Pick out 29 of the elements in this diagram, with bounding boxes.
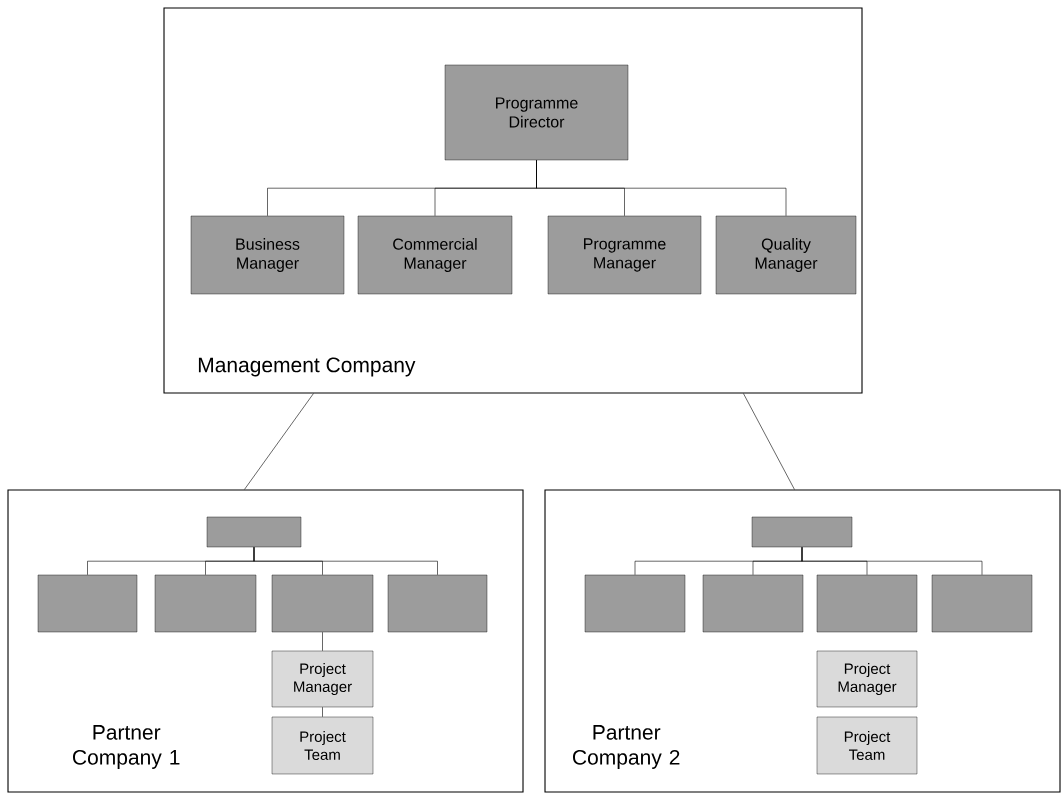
blank-box — [931, 574, 1033, 633]
role-box: Project Team — [816, 716, 918, 775]
connector-line — [244, 393, 314, 490]
role-box: Project Manager — [816, 650, 918, 708]
blank-box — [387, 574, 488, 633]
role-box: Project Manager — [271, 650, 374, 708]
role-box: Quality Manager — [715, 215, 857, 295]
blank-box — [816, 574, 918, 633]
company-label: Partner Company 2 — [573, 725, 680, 769]
blank-box — [584, 574, 686, 633]
connector-line — [322, 706, 323, 718]
blank-box — [751, 516, 853, 548]
blank-box — [702, 574, 804, 633]
company-label: Partner Company 1 — [73, 725, 180, 769]
connector-line — [322, 631, 323, 652]
blank-box — [206, 516, 302, 548]
company-label: Management Company — [198, 357, 416, 377]
blank-box — [271, 574, 374, 633]
role-box: Project Team — [271, 716, 374, 775]
blank-box — [37, 574, 138, 633]
blank-box — [154, 574, 257, 633]
connector-line — [801, 546, 983, 576]
connector-line — [253, 546, 438, 576]
connector-line — [536, 159, 787, 217]
role-box: Programme Director — [444, 64, 629, 161]
role-box: Business Manager — [190, 215, 345, 295]
role-box: Commercial Manager — [357, 215, 513, 295]
role-box: Programme Manager — [547, 215, 702, 295]
connector-line — [743, 393, 795, 490]
